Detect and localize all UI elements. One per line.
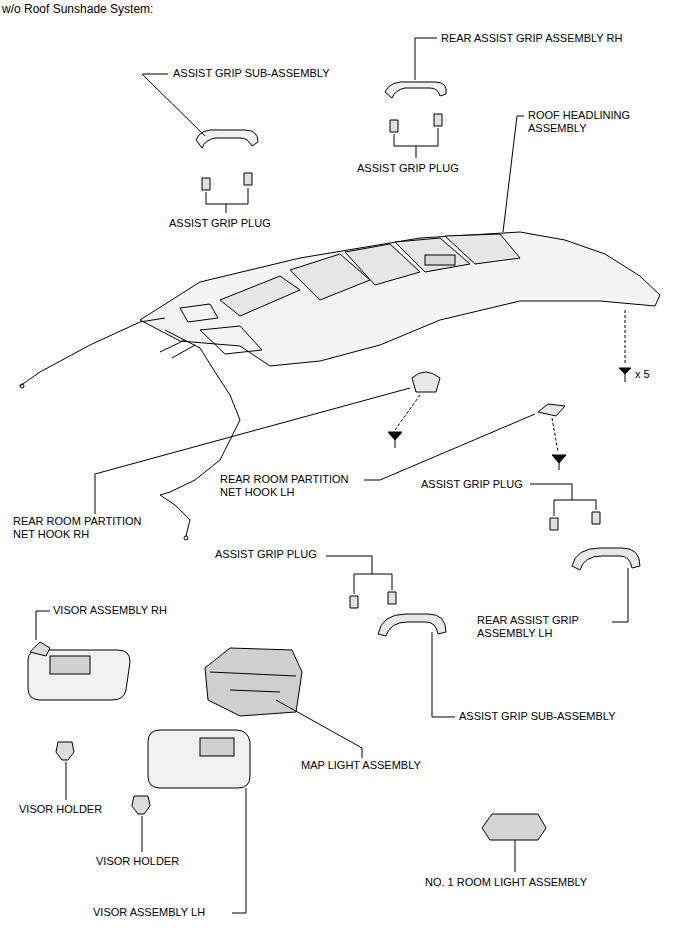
part-label: MAP LIGHT ASSEMBLY [300,759,422,772]
part-label: NO. 1 ROOM LIGHT ASSEMBLY [424,876,588,889]
part-label: ASSIST GRIP SUB-ASSEMBLY [458,710,617,723]
part-label: ASSIST GRIP PLUG [356,162,460,175]
part-label: ASSIST GRIP PLUG [168,217,272,230]
part-label: REAR ROOM PARTITION NET HOOK LH [219,473,361,499]
part-label: VISOR HOLDER [18,803,103,816]
part-label: ASSIST GRIP PLUG [420,478,524,491]
part-label: x 5 [634,368,651,381]
part-label: ROOF HEADLINING ASSEMBLY [527,109,634,135]
part-label: REAR ASSIST GRIP ASSEMBLY LH [476,614,588,640]
diagram-title: w/o Roof Sunshade System: [2,2,153,16]
part-label: REAR ASSIST GRIP ASSEMBLY RH [440,32,623,45]
part-label: VISOR ASSEMBLY LH [92,906,206,919]
part-label: ASSIST GRIP SUB-ASSEMBLY [172,67,331,80]
part-label: VISOR HOLDER [95,855,180,868]
part-label: VISOR ASSEMBLY RH [52,604,168,617]
part-label: REAR ROOM PARTITION NET HOOK RH [12,515,154,541]
part-label: ASSIST GRIP PLUG [214,548,318,561]
